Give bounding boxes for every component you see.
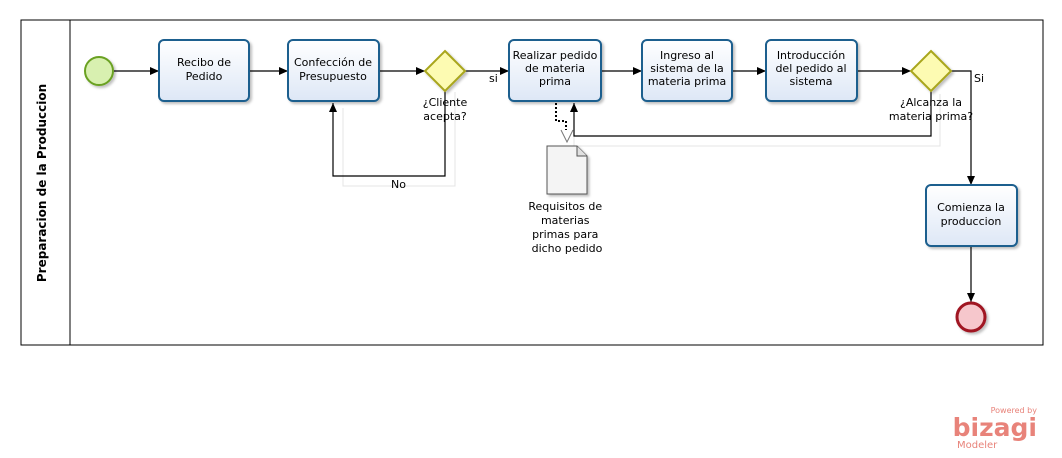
task-label: Introducción — [777, 49, 845, 62]
gateway-alcanza-materia[interactable] — [909, 49, 953, 93]
task-label: de materia — [525, 62, 585, 75]
document-label: Requisitos de — [528, 200, 602, 213]
gateway-label: acepta? — [423, 110, 467, 123]
brand-powered: Powered by — [991, 406, 1038, 415]
flow-si-comienza — [951, 70, 975, 185]
flow-label-no: No — [391, 178, 406, 191]
gateway-label: materia prima? — [889, 110, 973, 123]
task-label: Comienza la — [937, 201, 1005, 214]
task-label: Realizar pedido — [513, 49, 598, 62]
flow-label-si: si — [489, 72, 498, 85]
document-icon[interactable] — [546, 145, 588, 195]
task-label: Recibo de — [177, 56, 231, 69]
task-label: Ingreso al — [660, 49, 714, 62]
gateway-cliente-acepta[interactable] — [423, 49, 467, 93]
start-event[interactable] — [84, 56, 114, 86]
document-label: primas para — [532, 228, 598, 241]
task-label: sistema — [789, 75, 832, 88]
bizagi-logo: Powered by bizagi Modeler — [953, 406, 1038, 451]
flow-no-alcanza-return — [570, 91, 932, 137]
brand-product: Modeler — [957, 440, 998, 451]
task-label: prima — [539, 75, 571, 88]
end-event[interactable] — [955, 301, 987, 333]
task-label: Confección de — [294, 56, 372, 69]
flow-no-return — [329, 91, 446, 177]
gateway-label: ¿Alcanza la — [900, 96, 962, 109]
task-label: materia prima — [648, 75, 726, 88]
document-label: dicho pedido — [532, 242, 603, 255]
brand-name: bizagi — [953, 413, 1037, 442]
lane-title: Preparacion de la Produccion — [35, 84, 49, 282]
flow-label-si-2: Si — [974, 72, 984, 85]
task-label: del pedido al — [775, 62, 846, 75]
svg-text:Requisitos de materias: Requisitos de materias primas para dicho… — [528, 200, 605, 255]
document-label: materias — [541, 214, 590, 227]
task-label: Pedido — [186, 70, 223, 83]
gateway-label: ¿Cliente — [423, 96, 468, 109]
task-label: sistema de la — [650, 62, 724, 75]
task-label: produccion — [941, 215, 1002, 228]
task-label: Presupuesto — [299, 70, 367, 83]
